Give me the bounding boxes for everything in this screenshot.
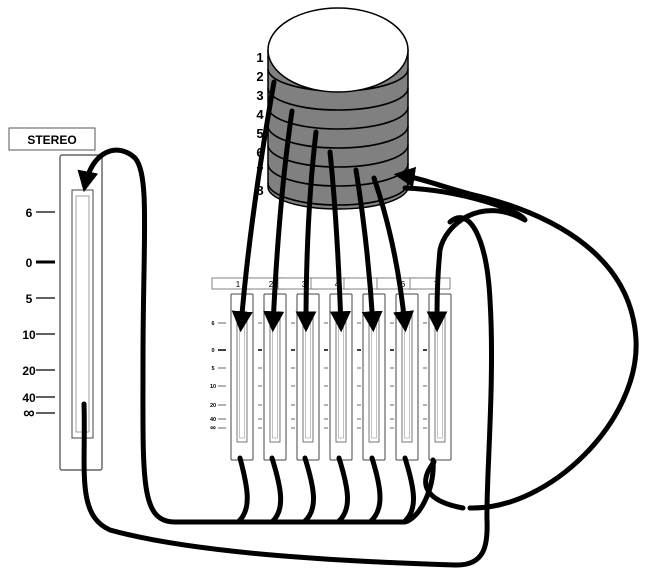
- drum-band-line: [267, 87, 409, 111]
- channel-scale-label: 20: [210, 403, 216, 409]
- channel-strip: 2: [244, 277, 287, 461]
- drum-track-label: 3: [256, 88, 263, 103]
- stereo-scale-label: 6: [26, 206, 33, 220]
- stereo-fader-slot: [75, 195, 90, 433]
- channel-strip: 5: [343, 277, 386, 461]
- channel-scale-label: 40: [210, 417, 216, 423]
- channel-label: 6: [401, 280, 406, 289]
- cable-ch-4-to-bus: [335, 455, 350, 525]
- channel-scale-label: 6: [211, 321, 214, 327]
- channel-strip: 7: [409, 277, 452, 461]
- channel-scale-label: 5: [211, 366, 214, 372]
- drum-top: [267, 7, 409, 93]
- channel-scale-label: 0: [211, 348, 214, 354]
- channel-fader-slot: [371, 315, 377, 439]
- channel-label: 2: [269, 280, 274, 289]
- drum-track-label: 4: [256, 107, 264, 122]
- cable-stereo-out-loop: [81, 215, 495, 568]
- channel-label-box: [409, 277, 451, 290]
- cable-track-4-to-ch-3: [295, 129, 319, 333]
- drum-track-label: 8: [256, 183, 263, 198]
- stereo-scale-label: 40: [22, 391, 36, 405]
- channel-scale-label: ∞: [210, 423, 216, 432]
- channel-strip: 1 6 0 5 10 20 40∞: [210, 277, 254, 461]
- cable-track-8-to-ch-7: [402, 185, 528, 333]
- channel-scale-label: 10: [210, 384, 216, 390]
- cable-ch-2-to-bus: [269, 455, 284, 525]
- stereo-scale-label: ∞: [23, 405, 34, 422]
- cable-ch-5-to-bus: [367, 455, 383, 525]
- drum-track-label: 5: [256, 126, 263, 141]
- cable-track-2-to-ch-1: [231, 79, 277, 333]
- drum-band-line: [267, 125, 409, 149]
- stereo-scale-label: 10: [22, 328, 36, 342]
- cable-ch-1-to-bus: [235, 455, 250, 525]
- channel-strip: 3: [277, 277, 320, 461]
- cable-ch-6-to-bus: [401, 455, 416, 525]
- stereo-scale-label: 0: [26, 256, 33, 270]
- cable-track-5-to-ch-4: [327, 149, 351, 333]
- patch-cables: [77, 79, 639, 568]
- drum-track-label: 2: [256, 69, 263, 84]
- channel-label: 1: [236, 280, 241, 289]
- stereo-label-box: [8, 127, 96, 151]
- channel-fader-slot: [404, 315, 410, 439]
- cable-track-6-to-ch-5: [353, 167, 383, 333]
- cable-track-3-to-ch-2: [263, 108, 295, 333]
- stereo-scale-label: 20: [22, 364, 36, 378]
- channel-strip: 4: [310, 277, 353, 461]
- stereo-label: STEREO: [27, 133, 76, 147]
- stereo-strip: STEREO 6 0 5 10 20 40∞: [8, 127, 103, 471]
- drum-track-label: 1: [256, 50, 263, 65]
- channel-fader-slot: [239, 315, 245, 439]
- channel-fader-slot: [437, 315, 443, 439]
- drum-band-line: [267, 144, 409, 168]
- channel-fader-slot: [272, 315, 278, 439]
- stereo-meter-scale: 6 0 5 10 20 40∞: [22, 206, 55, 422]
- stereo-scale-label: 5: [26, 292, 33, 306]
- cable-ch-3-to-bus: [301, 455, 316, 525]
- drum-band-line: [267, 106, 409, 130]
- channel-fader-slot: [338, 315, 344, 439]
- channel-fader-slot: [305, 315, 311, 439]
- cable-track-7-to-ch-6: [371, 175, 415, 333]
